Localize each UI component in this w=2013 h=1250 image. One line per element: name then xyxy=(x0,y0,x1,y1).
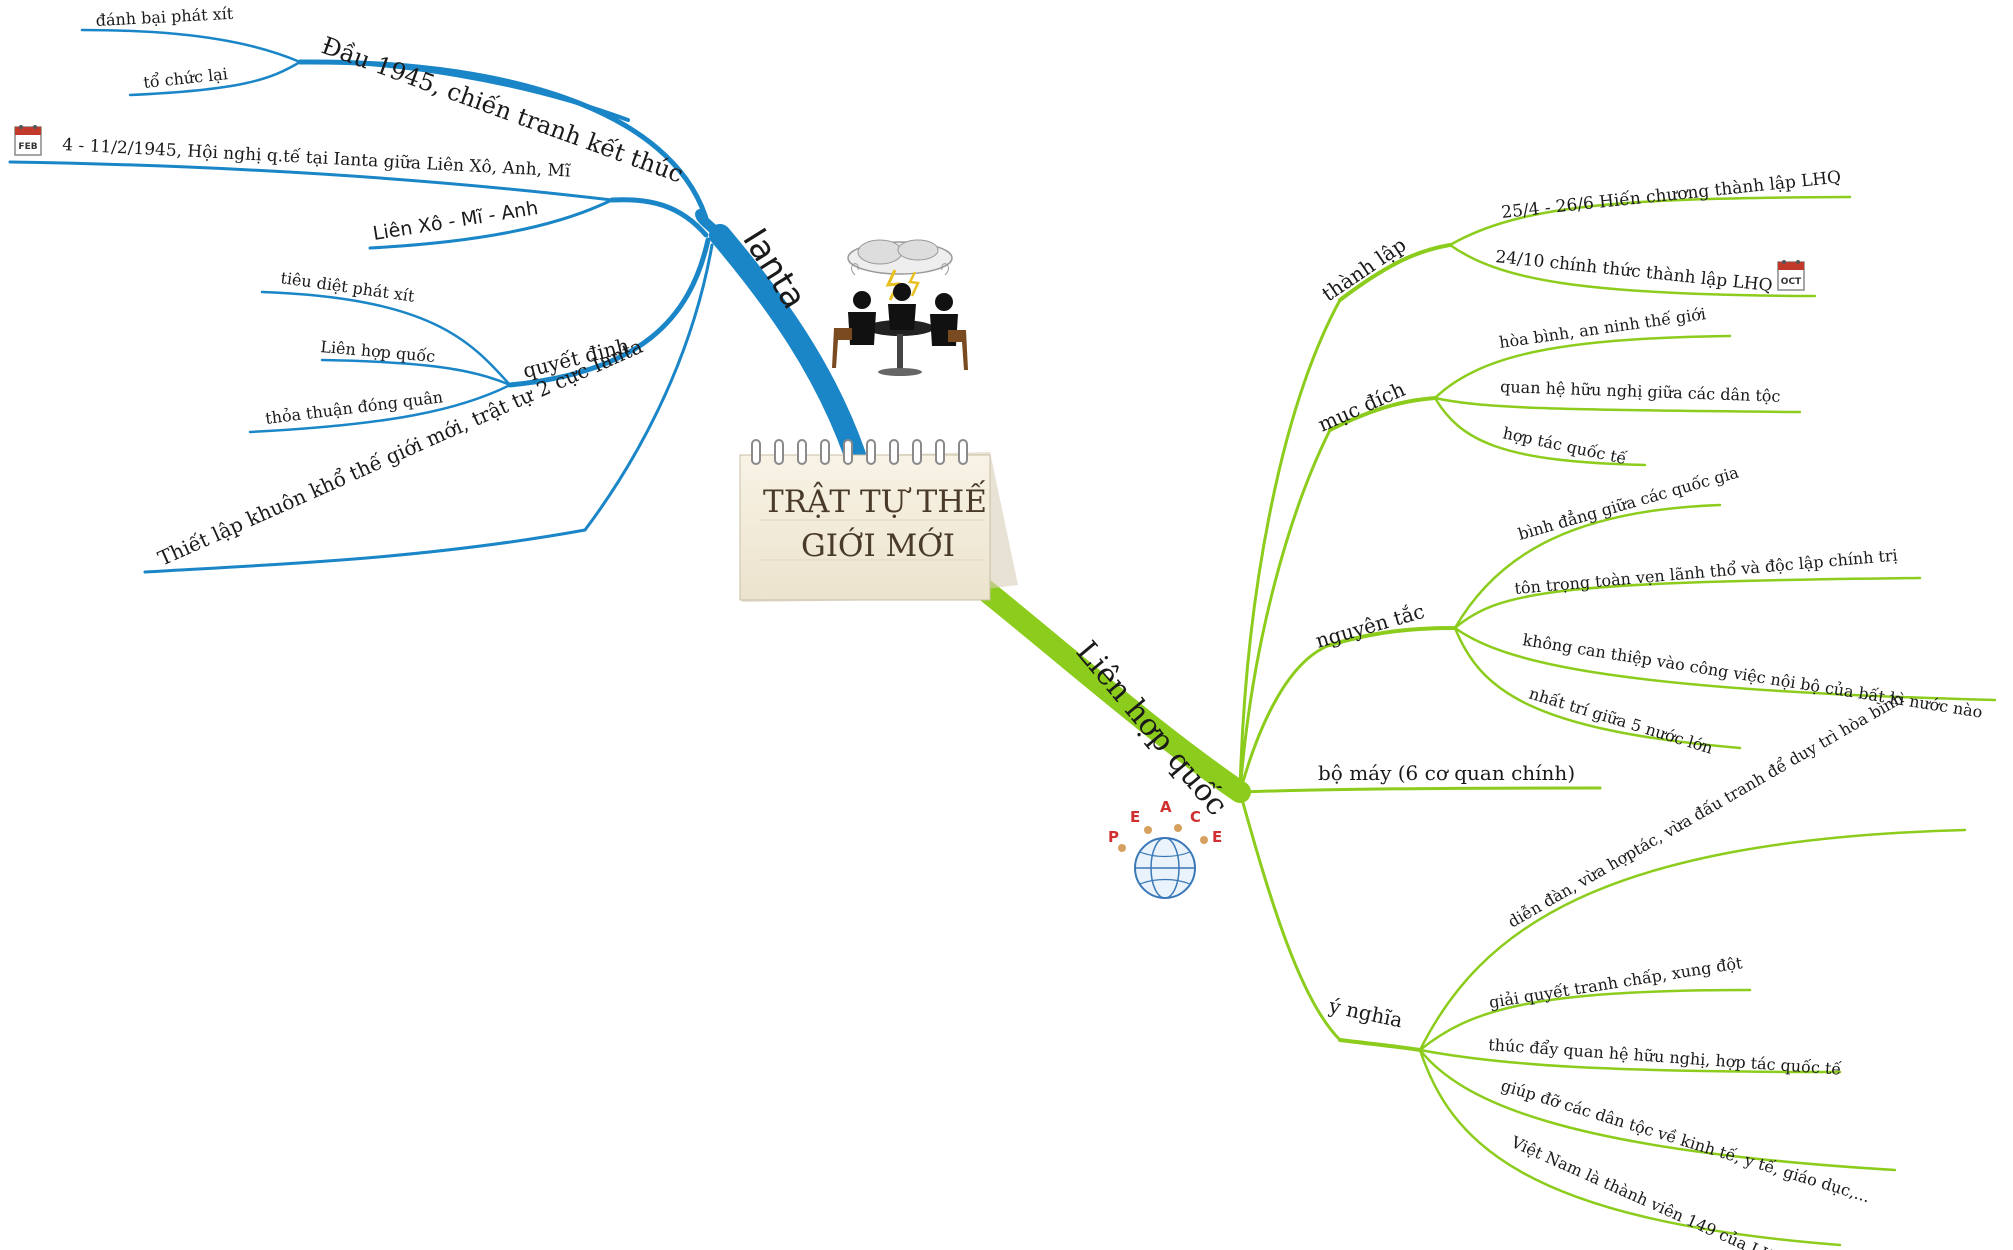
purpose-c1 xyxy=(1433,334,1732,400)
framework-label: Thiết lập khuôn khổ thế giới mới, trật t… xyxy=(154,334,646,571)
connector-lhq xyxy=(320,358,512,387)
purpose-node xyxy=(1328,396,1437,432)
principles-c4 xyxy=(1453,626,1742,750)
significance-child-1: diễn đàn, vừa hợptác, vừa đấu tranh để d… xyxy=(1505,688,1907,931)
founding-child-1: 25/4 - 26/6 Hiến chương thành lập LHQ xyxy=(1500,167,1842,223)
principles-c2 xyxy=(1453,576,1922,630)
principles-child-1: bình đẳng giữa các quốc gia xyxy=(1516,461,1742,543)
principles-node xyxy=(1328,626,1457,647)
ianta-main-line xyxy=(709,224,866,466)
center-notepad: TRẬT TỰ THẾ GIỚI MỚI xyxy=(739,439,1018,602)
trunk-apparatus xyxy=(1238,786,1602,794)
principles-c1 xyxy=(1453,503,1722,630)
peace-letter-c: C xyxy=(1190,808,1201,826)
underline-framework xyxy=(143,528,587,574)
connector-conference xyxy=(609,197,709,238)
peace-letter-e1: E xyxy=(1130,808,1140,826)
significance-child-2: giải quyết tranh chấp, xung đột xyxy=(1488,953,1744,1012)
peace-letter-e2: E xyxy=(1212,828,1222,846)
powers-label: Liên Xô - Mĩ - Anh xyxy=(371,197,539,245)
purpose-c2 xyxy=(1433,396,1802,414)
significance-c2 xyxy=(1418,988,1752,1052)
significance-c5 xyxy=(1418,1048,1842,1247)
significance-label: ý nghĩa xyxy=(1326,993,1405,1032)
significance-child-3: thúc đẩy quan hệ hữu nghị, hợp tác quốc … xyxy=(1488,1035,1842,1079)
calendar-feb-icon: FEB xyxy=(14,125,42,156)
founding-c1 xyxy=(1448,195,1852,247)
connector-dbpx xyxy=(80,28,302,64)
decisions-child-3: thỏa thuận đóng quân xyxy=(264,387,444,428)
purpose-child-2: quan hệ hữu nghị giữa các dân tộc xyxy=(1500,377,1781,406)
significance-child-5: Việt Nam là thành viên 149 của LHQ (1977… xyxy=(1507,1132,1842,1250)
principles-c3 xyxy=(1453,626,1997,702)
trunk-principles xyxy=(1238,643,1332,794)
connector-tqdq xyxy=(248,383,512,434)
peace-letter-p: P xyxy=(1108,828,1119,846)
founding-label: thành lập xyxy=(1317,233,1410,307)
connector-decisions xyxy=(507,237,711,388)
ianta-branch xyxy=(8,28,866,574)
purpose-child-1: hòa bình, an ninh thế giới xyxy=(1498,304,1707,352)
center-title-line1: TRẬT TỰ THẾ xyxy=(763,479,987,520)
underline-conference xyxy=(8,160,614,202)
significance-c1 xyxy=(1418,828,1967,1052)
un-title: Liên hợp quốc xyxy=(1069,635,1235,823)
connector-tdpx xyxy=(260,290,512,387)
calendar-oct-label: OCT xyxy=(1781,277,1802,287)
meeting-illustration-icon xyxy=(832,239,968,376)
calendar-feb-label: FEB xyxy=(18,142,37,152)
end-war-child-1: đánh bại phát xít xyxy=(95,4,234,30)
founding-child-2: 24/10 chính thức thành lập LHQ xyxy=(1494,247,1773,296)
peace-letter-a: A xyxy=(1160,798,1172,816)
purpose-c3 xyxy=(1433,396,1647,467)
notepad-rings xyxy=(751,439,968,465)
significance-c4 xyxy=(1418,1048,1897,1172)
peace-globe-icon: P E A C E xyxy=(1108,798,1222,899)
principles-child-2: tôn trọng toàn vẹn lãnh thổ và độc lập c… xyxy=(1514,546,1899,598)
founding-node xyxy=(1338,243,1452,302)
trunk-purpose xyxy=(1238,428,1332,794)
significance-child-4: giúp đỡ các dân tộc về kinh tế, y tế, gi… xyxy=(1499,1076,1872,1207)
center-title-line2: GIỚI MỚI xyxy=(801,526,955,564)
trunk-founding xyxy=(1238,298,1342,794)
underline-end-war xyxy=(298,59,630,122)
calendar-oct-icon: OCT xyxy=(1777,260,1805,291)
apparatus-label: bộ máy (6 cơ quan chính) xyxy=(1318,761,1575,785)
purpose-label: mục đích xyxy=(1314,377,1409,437)
founding-c2 xyxy=(1448,243,1817,298)
connector-framework xyxy=(583,243,714,532)
un-main-line xyxy=(974,579,1251,803)
connector-tcl xyxy=(128,60,302,97)
connector-powers xyxy=(368,198,614,250)
significance-node xyxy=(1338,1038,1422,1052)
trunk-significance xyxy=(1238,790,1342,1042)
principles-child-4: nhất trí giữa 5 nước lớn xyxy=(1527,684,1715,758)
significance-c3 xyxy=(1418,1048,1842,1074)
principles-label: nguyên tắc xyxy=(1313,599,1427,653)
un-branch xyxy=(974,195,1997,1247)
